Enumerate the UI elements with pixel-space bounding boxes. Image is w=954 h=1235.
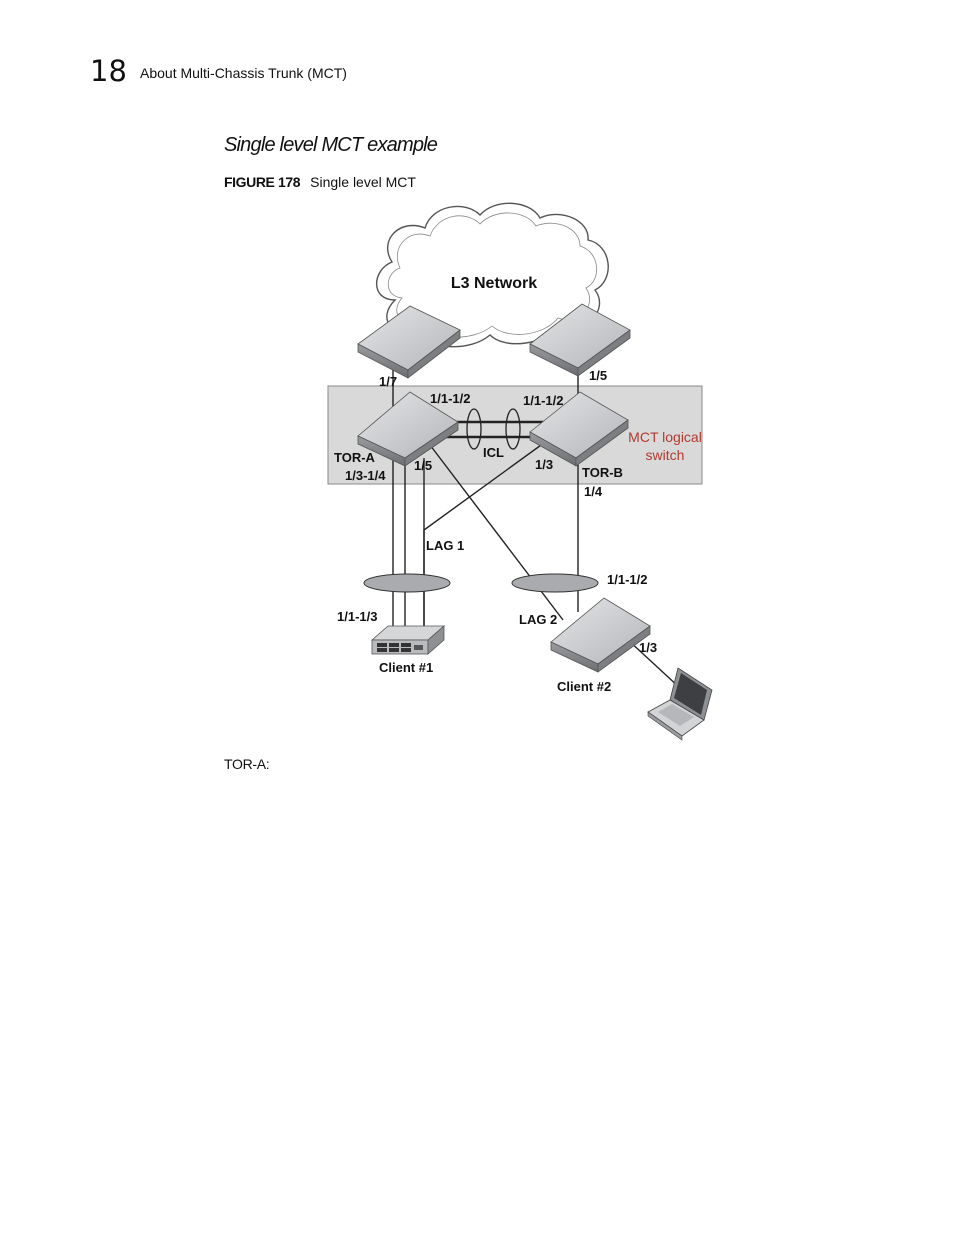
icl-ellipse-left [466,408,482,450]
label-tor-b-port-13: 1/3 [535,457,553,472]
lag1-ellipse [363,573,451,593]
link-client2-laptop [627,639,681,689]
lag2-ellipse [511,573,599,593]
label-port-left-top: 1/7 [379,374,397,389]
laptop-icon [647,667,713,741]
upper-left-switch-icon [357,305,461,379]
figure-caption: FIGURE 178 Single level MCT [224,174,416,190]
upper-right-switch-icon [529,303,631,377]
label-tor-a: TOR-A [334,450,376,465]
label-tor-a-port-15: 1/5 [414,458,432,473]
chapter-title: About Multi-Chassis Trunk (MCT) [140,65,347,81]
label-tor-a-ports: 1/3-1/4 [345,468,386,483]
tor-a-config-label: TOR-A: [224,756,270,772]
mct-label-line1: MCT logical [628,429,702,445]
label-tor-b-port-14: 1/4 [584,484,603,499]
label-icl-ports-left: 1/1-1/2 [430,391,470,406]
label-client1: Client #1 [379,660,433,675]
link-torb-client1 [423,439,549,628]
l3-network-cloud: L3 Network [376,202,609,348]
label-client2: Client #2 [557,679,611,694]
label-client1-ports: 1/1-1/3 [337,609,377,624]
mct-logical-switch-label: MCT logical switch [628,429,702,463]
label-tor-b: TOR-B [582,465,623,480]
mct-label-line2: switch [646,447,685,463]
label-port-right-top: 1/5 [589,368,607,383]
section-heading: Single level MCT example [224,134,438,156]
label-client2-ports: 1/1-1/2 [607,572,647,587]
label-lag1: LAG 1 [426,538,464,553]
label-icl-ports-right: 1/1-1/2 [523,393,563,408]
label-client2-port-13: 1/3 [639,640,657,655]
chapter-number: 18 [90,54,127,88]
diagram-labels: 1/7 1/5 1/1-1/2 1/1-1/2 TOR-A 1/3-1/4 1/… [334,368,657,694]
tor-a-switch-icon [357,391,459,467]
mct-diagram: L3 Network [327,202,713,741]
tor-b-switch-icon [529,391,629,467]
cloud-label: L3 Network [451,275,537,292]
label-lag2: LAG 2 [519,612,557,627]
icl-ellipse-right [505,408,521,450]
client2-switch-icon [550,597,651,673]
figure-caption-text: Single level MCT [310,174,416,190]
client1-device-icon [370,625,446,655]
figure-label: FIGURE 178 [224,174,301,190]
label-icl: ICL [483,445,504,460]
